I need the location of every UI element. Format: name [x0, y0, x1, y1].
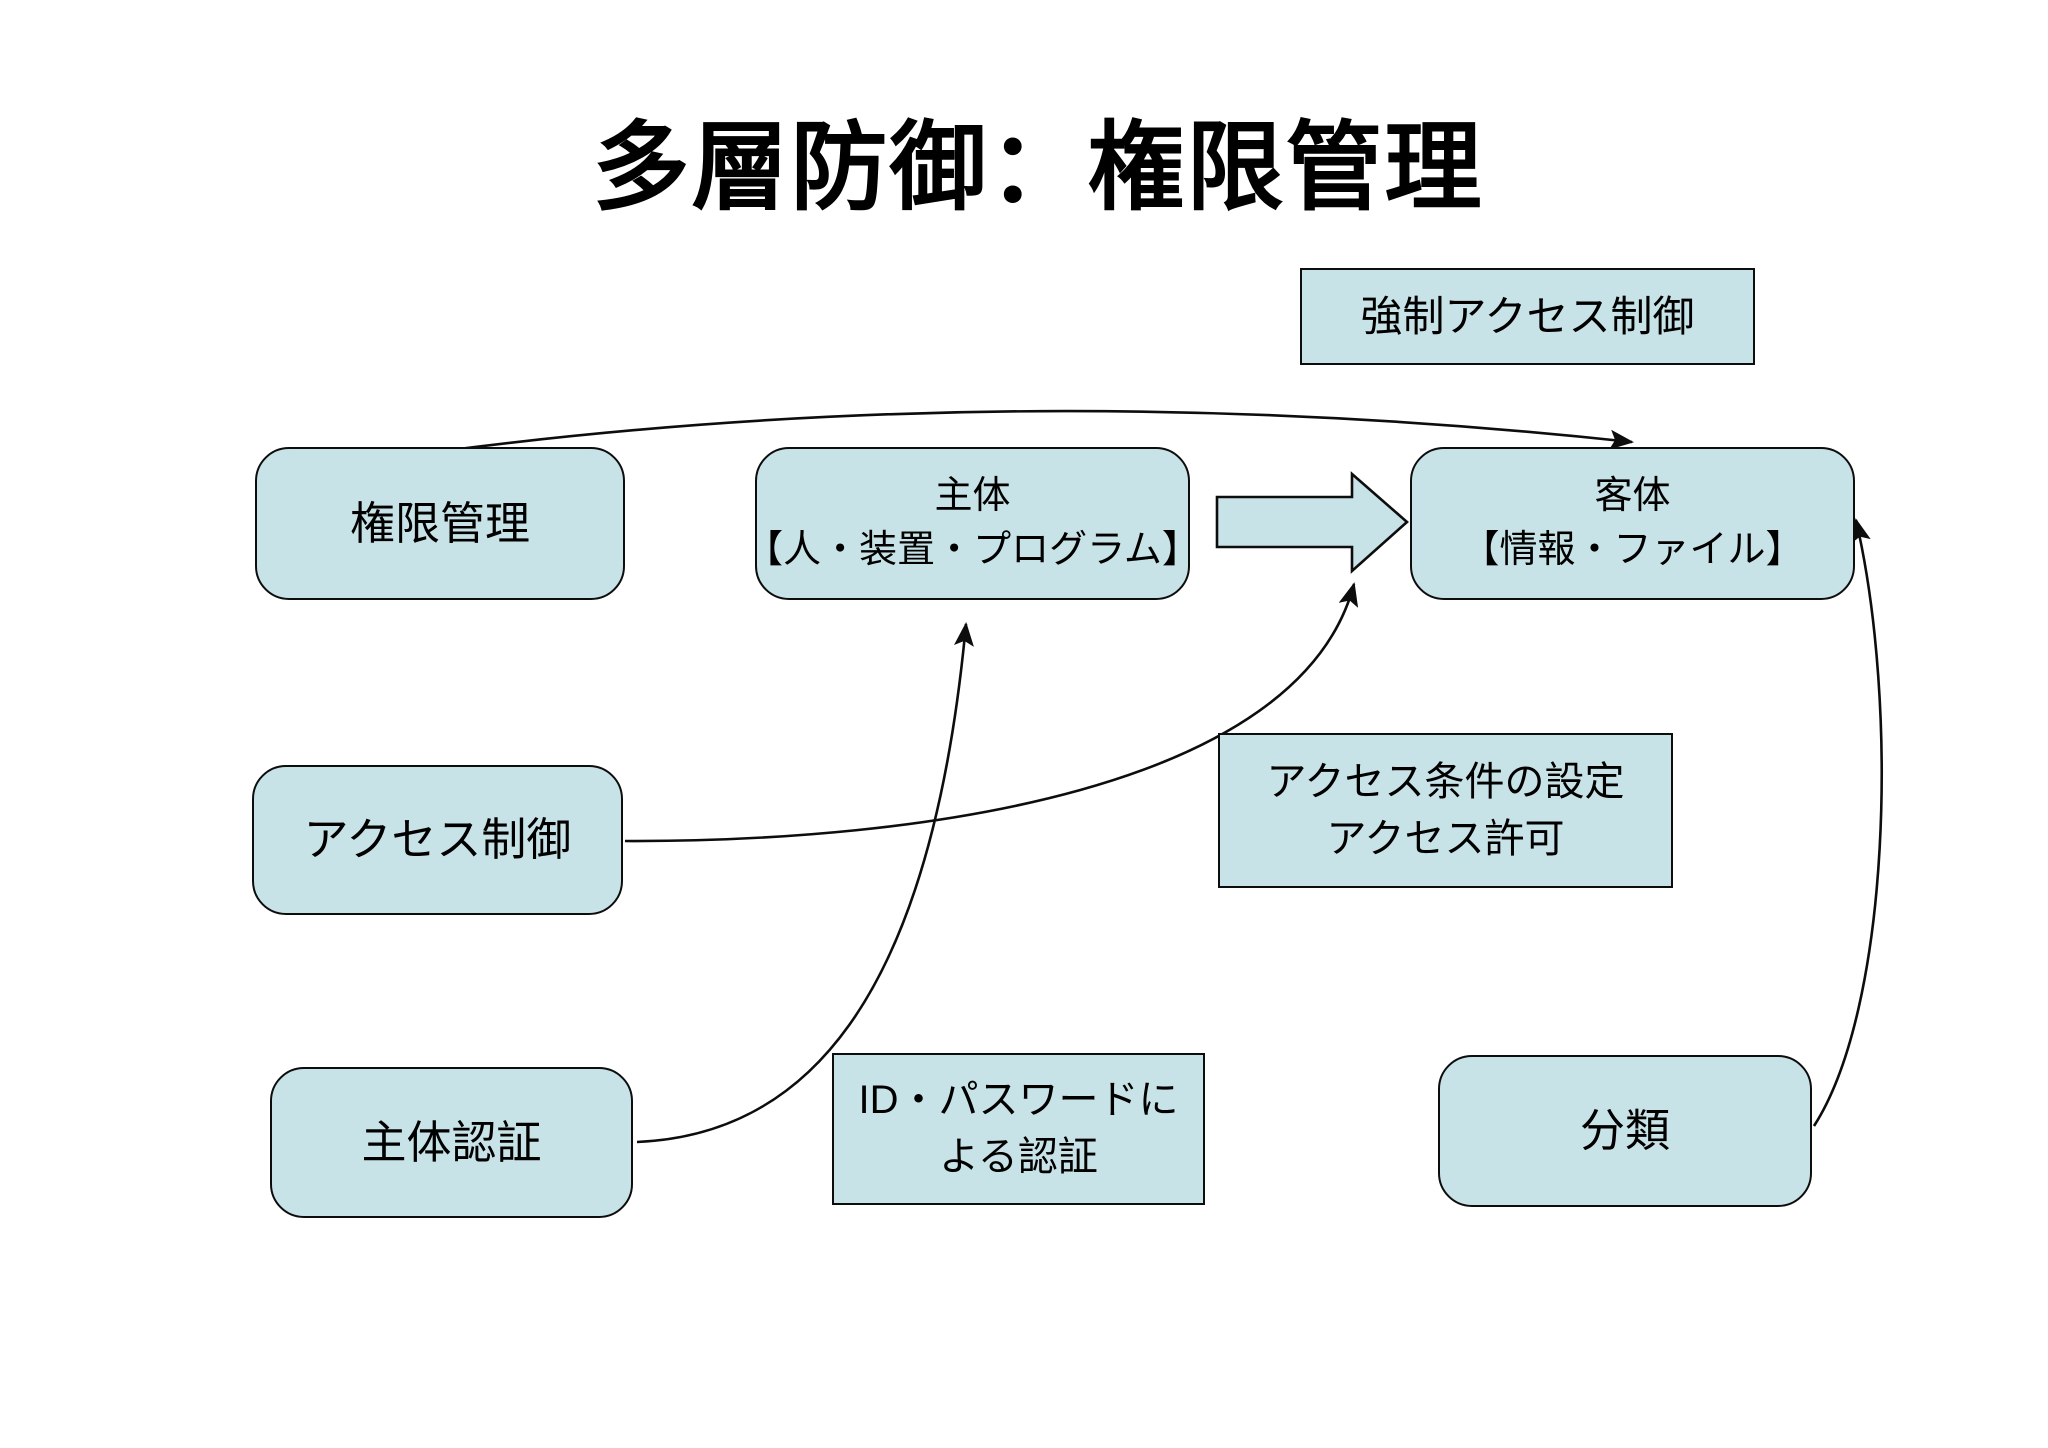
- node-label-line1: ID・パスワードに: [858, 1078, 1179, 1123]
- node-access-condition: アクセス条件の設定 アクセス許可: [1218, 733, 1673, 888]
- node-label: 強制アクセス制御: [1360, 292, 1695, 340]
- node-classification: 分類: [1438, 1055, 1812, 1207]
- edge-classification-to-object: [1812, 518, 1883, 1127]
- node-label-line1: 主体: [934, 474, 1011, 517]
- node-label-line1: アクセス条件の設定: [1266, 759, 1625, 804]
- edge-permission-management-to-object: [442, 409, 1634, 453]
- subject-to-object-block-arrow: [1215, 471, 1409, 574]
- node-label-line2: よる認証: [939, 1135, 1098, 1179]
- node-label-line2: アクセス許可: [1326, 816, 1565, 861]
- node-subject: 主体 【人・装置・プログラム】: [745, 447, 1200, 600]
- node-label: 権限管理: [349, 497, 530, 549]
- node-mandatory-access-control: 強制アクセス制御: [1300, 268, 1755, 365]
- node-id-password-auth: ID・パスワードに よる認証: [832, 1053, 1205, 1205]
- page-title: 多層防御：権限管理: [592, 113, 1484, 222]
- node-access-control: アクセス制御: [252, 765, 623, 915]
- node-label-line2: 【人・装置・プログラム】: [745, 528, 1200, 571]
- node-object: 客体 【情報・ファイル】: [1410, 447, 1855, 600]
- node-label-line2: 【情報・ファイル】: [1461, 528, 1804, 571]
- node-label: アクセス制御: [303, 814, 572, 866]
- node-label-line1: 客体: [1594, 474, 1671, 517]
- edge-access-control-to-object: [624, 582, 1359, 843]
- node-label: 分類: [1579, 1105, 1670, 1157]
- edge-subject-authentication-to-subject: [636, 622, 974, 1144]
- node-subject-authentication: 主体認証: [270, 1067, 633, 1218]
- node-label: 主体認証: [361, 1116, 542, 1168]
- node-permission-management: 権限管理: [255, 447, 625, 600]
